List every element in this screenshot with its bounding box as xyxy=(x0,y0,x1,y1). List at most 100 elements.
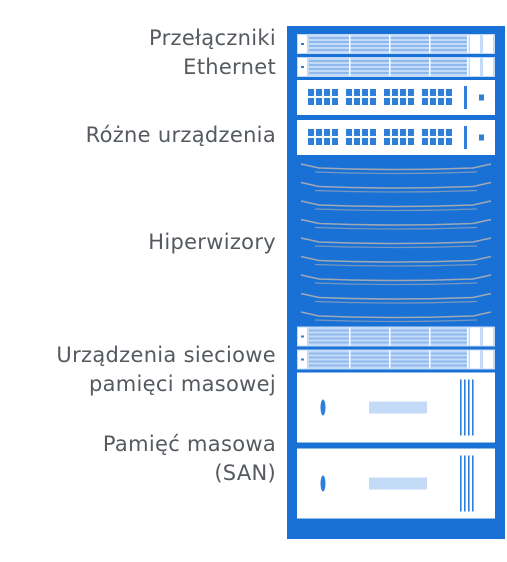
appliance-unit-3 xyxy=(297,120,495,155)
server-vent-line xyxy=(314,208,478,212)
server-rack xyxy=(287,26,505,539)
label-misc-devices: Różne urządzenia xyxy=(86,121,276,150)
switch-uplink-port xyxy=(470,327,480,346)
port-row xyxy=(309,60,467,62)
server-vent-line xyxy=(314,245,478,249)
port-row xyxy=(309,356,467,359)
port-icon xyxy=(430,98,436,105)
switch-uplink-port xyxy=(483,350,493,369)
storage-vent-bar xyxy=(468,455,470,512)
port-icon xyxy=(438,89,444,96)
port-icon xyxy=(446,89,452,96)
port-divider xyxy=(467,327,469,346)
port-divider xyxy=(389,35,391,53)
port-icon xyxy=(392,89,398,96)
port-icon xyxy=(316,138,322,145)
server-vent-line xyxy=(314,189,478,193)
port-icon xyxy=(422,138,428,145)
port-icon xyxy=(362,129,368,136)
switch-uplink-port xyxy=(470,350,480,369)
port-icon xyxy=(400,138,406,145)
appliance-face xyxy=(297,80,495,115)
server-unit-8 xyxy=(300,237,492,249)
port-divider xyxy=(467,350,469,369)
port-icon xyxy=(384,138,390,145)
port-icon xyxy=(422,89,428,96)
port-icon xyxy=(308,129,314,136)
label-hypervisors-text: Hiperwizory xyxy=(148,230,276,254)
storage-indicator-icon xyxy=(320,475,326,492)
label-network-storage: Urządzenia sieciowe pamięci masowej xyxy=(56,341,276,399)
rack-units xyxy=(297,34,495,519)
port-divider xyxy=(349,350,351,369)
port-icon xyxy=(324,89,330,96)
port-icon xyxy=(430,138,436,145)
port-icon xyxy=(438,138,444,145)
server-unit-12 xyxy=(300,311,492,323)
appliance-face xyxy=(297,120,495,155)
port-row xyxy=(309,364,467,367)
port-icon xyxy=(324,129,330,136)
port-icon xyxy=(430,129,436,136)
server-bezel-line xyxy=(300,181,492,189)
port-icon xyxy=(408,129,414,136)
port-divider xyxy=(389,58,391,76)
switch-unit-13 xyxy=(297,326,495,347)
server-bezel-line xyxy=(300,237,492,245)
port-icon xyxy=(332,98,338,105)
server-vent-line xyxy=(314,171,478,175)
power-button-icon xyxy=(479,134,484,141)
switch-unit-0 xyxy=(297,34,495,54)
port-row xyxy=(309,360,467,363)
server-unit-4 xyxy=(300,163,492,175)
port-row xyxy=(309,352,467,355)
port-row xyxy=(309,341,467,344)
port-icon xyxy=(400,98,406,105)
port-icon xyxy=(324,98,330,105)
port-divider xyxy=(429,35,431,53)
port-icon xyxy=(332,129,338,136)
server-vent-line xyxy=(314,263,478,267)
server-bezel-line xyxy=(300,274,492,282)
server-bezel-line xyxy=(300,311,492,319)
storage-label-plate xyxy=(369,477,427,490)
port-icon xyxy=(316,89,322,96)
port-divider xyxy=(429,327,431,346)
port-icon xyxy=(354,138,360,145)
status-led-icon xyxy=(301,335,304,338)
server-bezel-line xyxy=(300,163,492,171)
status-led-icon xyxy=(301,43,304,45)
port-divider xyxy=(467,35,469,53)
port-icon xyxy=(384,89,390,96)
port-divider xyxy=(349,327,351,346)
port-icon xyxy=(384,98,390,105)
port-row xyxy=(309,337,467,340)
port-icon xyxy=(354,89,360,96)
port-icon xyxy=(370,138,376,145)
port-icon xyxy=(392,138,398,145)
port-icon xyxy=(400,129,406,136)
port-icon xyxy=(446,129,452,136)
label-ethernet-switches-line1: Przełączniki xyxy=(148,26,276,50)
port-icon xyxy=(308,89,314,96)
port-icon xyxy=(408,138,414,145)
port-icon xyxy=(362,98,368,105)
server-vent-line xyxy=(314,282,478,286)
port-icon xyxy=(332,89,338,96)
label-hypervisors: Hiperwizory xyxy=(148,228,276,257)
port-divider xyxy=(349,35,351,53)
port-icon xyxy=(308,138,314,145)
server-vent-line xyxy=(314,319,478,323)
storage-vent-bar xyxy=(472,379,474,436)
port-row xyxy=(309,329,467,332)
port-icon xyxy=(362,89,368,96)
switch-uplink-port xyxy=(470,58,480,76)
port-divider xyxy=(389,350,391,369)
server-bezel-line xyxy=(300,218,492,226)
storage-unit-15 xyxy=(297,372,495,443)
port-icon xyxy=(438,98,444,105)
label-ethernet-switches-line2: Ethernet xyxy=(183,55,276,79)
port-icon xyxy=(354,98,360,105)
storage-unit-16 xyxy=(297,448,495,519)
port-icon xyxy=(346,89,352,96)
